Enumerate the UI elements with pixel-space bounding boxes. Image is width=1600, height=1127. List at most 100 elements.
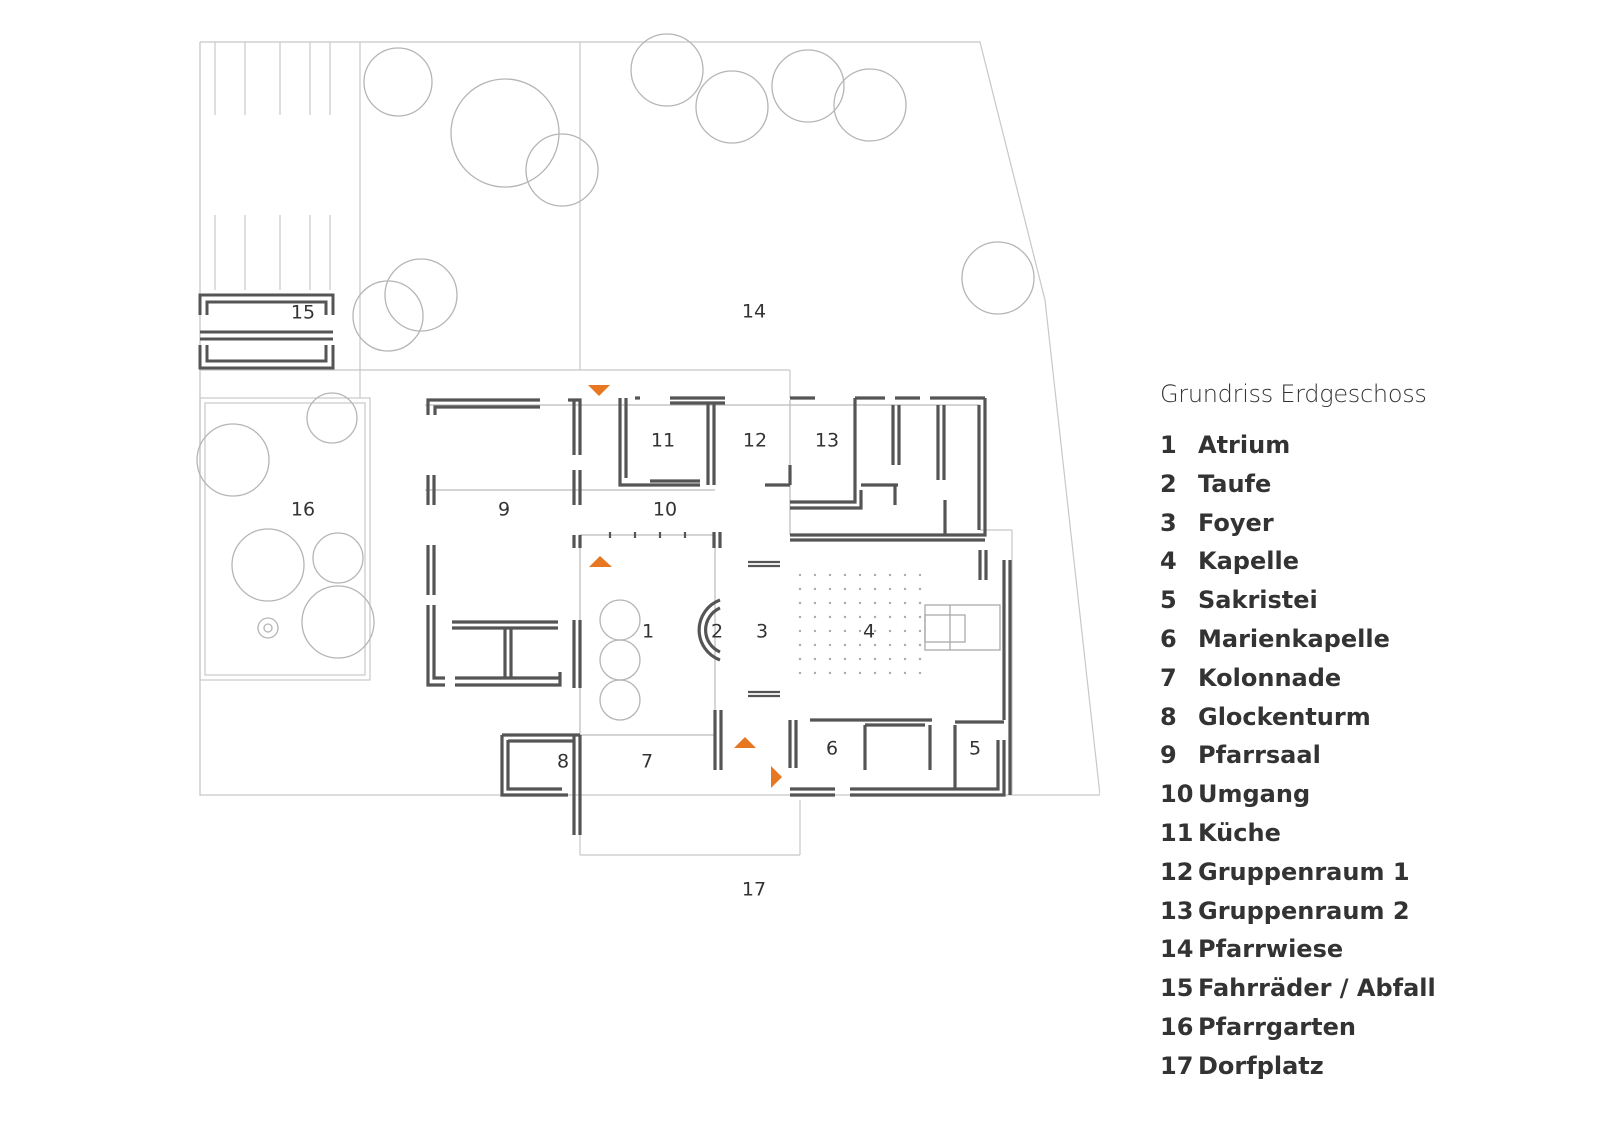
pew-dot xyxy=(858,573,862,577)
pew-dot xyxy=(888,657,892,661)
pew-dot xyxy=(903,587,907,591)
pew-dot xyxy=(903,657,907,661)
pew-dot xyxy=(918,573,922,577)
pew-dot xyxy=(918,629,922,633)
legend-item-label: Marienkapelle xyxy=(1198,624,1390,653)
pew-dot xyxy=(843,615,847,619)
pew-dot xyxy=(873,671,877,675)
legend-item-number: 7 xyxy=(1160,663,1177,692)
pew-dot xyxy=(828,587,832,591)
pew-dot xyxy=(843,643,847,647)
legend-item: 5 Sakristei xyxy=(1160,581,1580,620)
legend-item-number: 8 xyxy=(1160,702,1177,731)
room-labels: 1 2 3 4 5 6 7 8 9 10 11 12 13 14 15 16 1… xyxy=(291,301,981,901)
pew-dot xyxy=(873,601,877,605)
legend-item-number: 16 xyxy=(1160,1012,1194,1041)
pew-dot xyxy=(858,671,862,675)
pew-dot xyxy=(858,657,862,661)
legend-item-label: Pfarrwiese xyxy=(1198,935,1344,964)
legend-item-label: Pfarrsaal xyxy=(1198,741,1321,770)
pew-dot xyxy=(813,629,817,633)
pew-dot xyxy=(798,671,802,675)
label-6: 6 xyxy=(826,738,838,760)
legend-item-number: 12 xyxy=(1160,857,1194,886)
legend-item-number: 4 xyxy=(1160,547,1177,576)
label-11: 11 xyxy=(651,430,675,452)
bike-shelter xyxy=(198,293,335,370)
legend-item-number: 3 xyxy=(1160,508,1177,537)
legend-item-number: 14 xyxy=(1160,935,1194,964)
pew-dot xyxy=(813,671,817,675)
pew-dot xyxy=(843,629,847,633)
legend-title: Grundriss Erdgeschoss xyxy=(1160,380,1427,408)
pew-dot xyxy=(813,643,817,647)
pew-dot xyxy=(873,615,877,619)
pew-dot xyxy=(858,643,862,647)
legend-item-label: Umgang xyxy=(1198,780,1311,809)
pew-dot xyxy=(828,657,832,661)
legend-item-label: Gruppenraum 1 xyxy=(1198,857,1410,886)
pew-dot xyxy=(858,629,862,633)
label-10: 10 xyxy=(653,499,677,521)
pew-dot xyxy=(873,643,877,647)
legend-item: 4 Kapelle xyxy=(1160,542,1580,581)
pew-dot xyxy=(903,643,907,647)
legend-item-number: 6 xyxy=(1160,624,1177,653)
pew-dot xyxy=(798,615,802,619)
pew-dot xyxy=(873,587,877,591)
pew-dot xyxy=(798,573,802,577)
pew-dot xyxy=(843,601,847,605)
pew-dot xyxy=(888,629,892,633)
pew-dot xyxy=(873,573,877,577)
pew-dot xyxy=(918,643,922,647)
pew-dot xyxy=(843,587,847,591)
walls xyxy=(426,396,1012,835)
pew-dot xyxy=(828,615,832,619)
trees xyxy=(196,33,1035,721)
legend-item-number: 5 xyxy=(1160,586,1177,615)
legend-item-label: Küche xyxy=(1198,818,1281,847)
pew-dot xyxy=(888,615,892,619)
legend-item-label: Glockenturm xyxy=(1198,702,1371,731)
pew-dot xyxy=(918,601,922,605)
pew-dot xyxy=(918,657,922,661)
legend-item-number: 13 xyxy=(1160,896,1194,925)
label-3: 3 xyxy=(756,621,768,643)
pew-dot xyxy=(888,573,892,577)
pew-dot xyxy=(858,615,862,619)
pew-dot xyxy=(888,671,892,675)
altar xyxy=(924,604,1001,651)
pew-dot xyxy=(873,657,877,661)
pew-dot xyxy=(903,671,907,675)
legend-item-label: Kapelle xyxy=(1198,547,1299,576)
legend-item-label: Dorfplatz xyxy=(1198,1051,1324,1080)
pew-dot xyxy=(873,629,877,633)
label-7: 7 xyxy=(641,751,653,773)
pew-dot xyxy=(813,587,817,591)
pew-dot xyxy=(828,573,832,577)
pew-dot xyxy=(888,643,892,647)
label-16: 16 xyxy=(291,499,315,521)
legend-item-number: 15 xyxy=(1160,974,1194,1003)
pew-dot xyxy=(903,601,907,605)
legend-item-label: Foyer xyxy=(1198,508,1274,537)
pew-dot xyxy=(858,587,862,591)
legend-item-label: Sakristei xyxy=(1198,586,1318,615)
pew-dot xyxy=(888,587,892,591)
legend-item: 3 Foyer xyxy=(1160,504,1580,543)
legend-item-number: 11 xyxy=(1160,818,1194,847)
label-8: 8 xyxy=(557,751,569,773)
pew-dot xyxy=(798,643,802,647)
